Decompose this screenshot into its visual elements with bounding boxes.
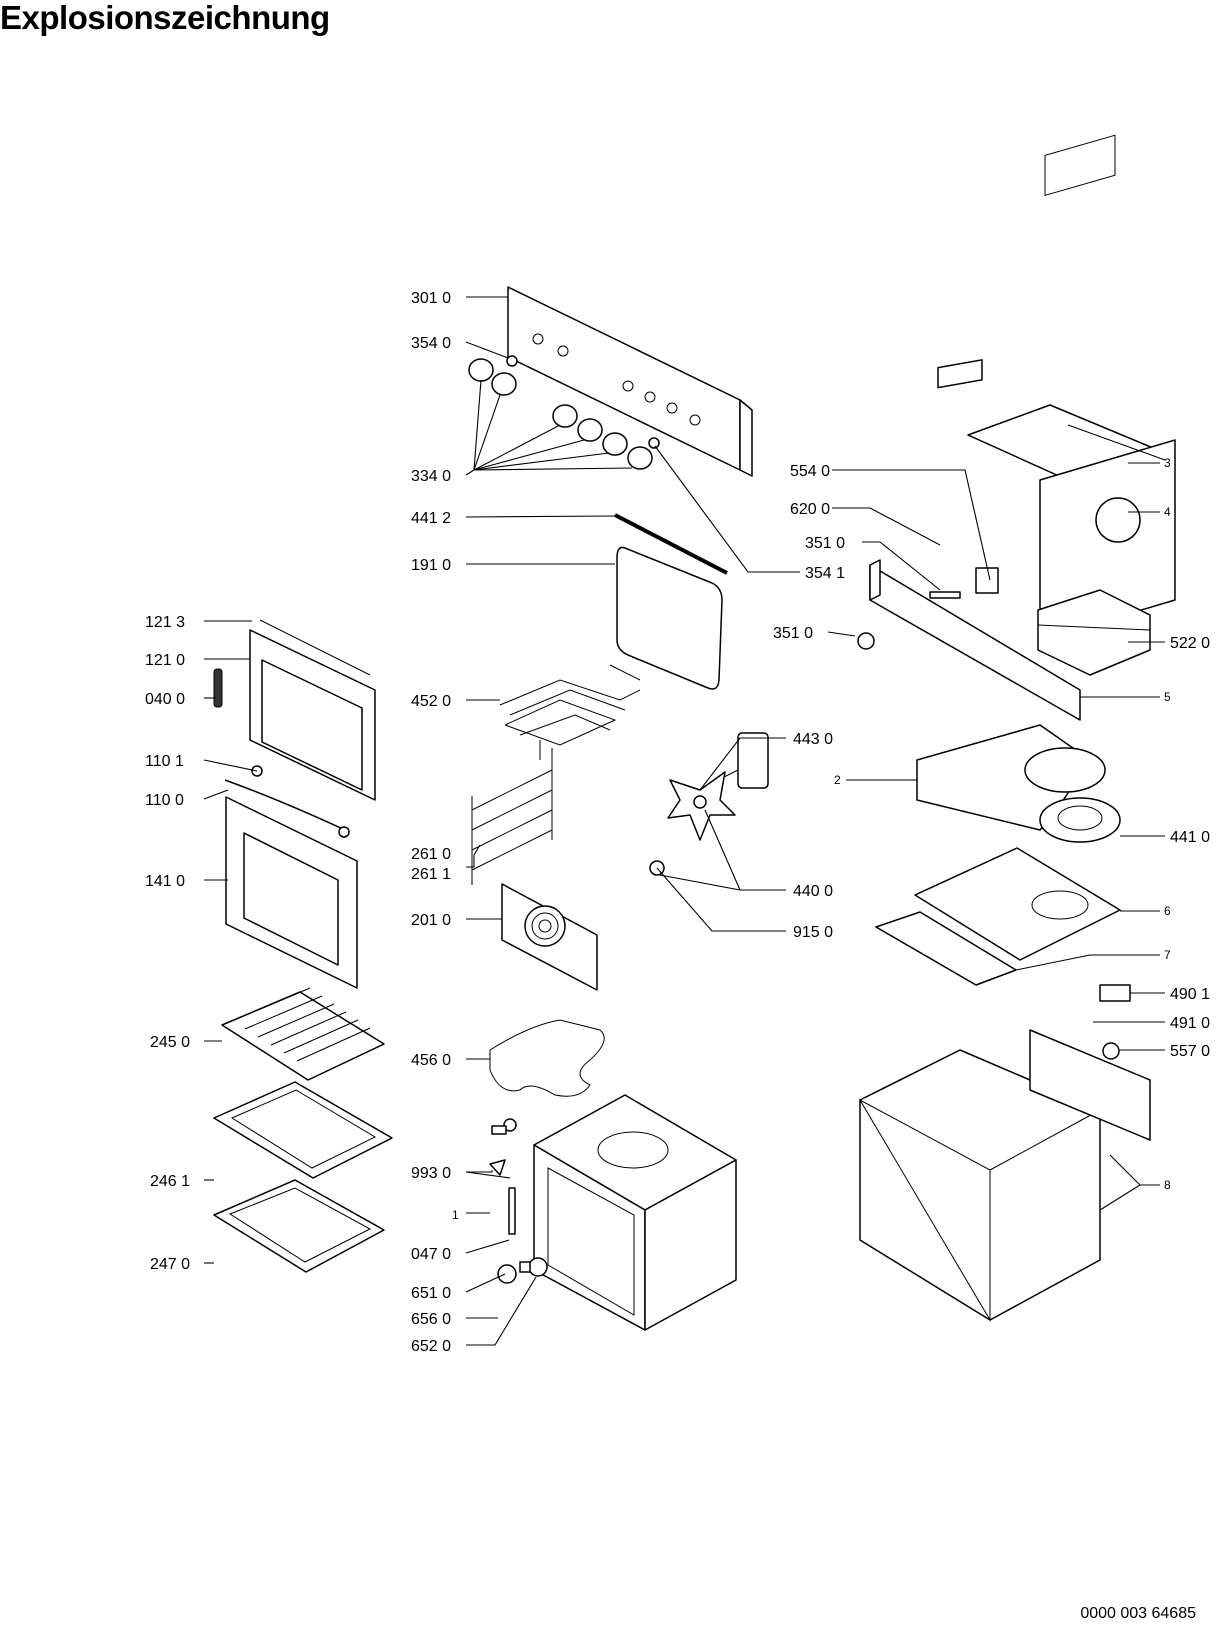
label-4: 4 (1164, 505, 1171, 519)
page-title: Explosionszeichnung (0, 0, 330, 36)
label-354-1: 354 1 (805, 565, 845, 582)
label-110-0: 110 0 (145, 792, 184, 809)
side-racks (471, 740, 553, 885)
label-452-0: 452 0 (411, 693, 451, 710)
label-3: 3 (1164, 456, 1171, 470)
oven-cavity (533, 1094, 737, 1331)
door-handle (224, 765, 350, 838)
label-351-0-lower: 351 0 (773, 625, 813, 642)
label-915-0: 915 0 (793, 924, 833, 941)
wire-shelf (221, 987, 385, 1081)
rear-fan-cover (501, 883, 598, 991)
label-557-0: 557 0 (1170, 1043, 1210, 1060)
front-frame (857, 559, 1081, 721)
leader-lines (203, 296, 1165, 1346)
label-441-2: 441 2 (411, 510, 451, 527)
label-354-0: 354 0 (411, 335, 451, 352)
label-047-0: 047 0 (411, 1246, 451, 1263)
enamel-tray (213, 1081, 393, 1179)
label-491-0: 491 0 (1170, 1015, 1210, 1032)
label-121-0: 121 0 (145, 652, 185, 669)
label-121-3: 121 3 (145, 614, 185, 631)
fan-motor-assembly (649, 732, 769, 876)
upper-heating-element (499, 664, 641, 746)
label-522-0: 522 0 (1170, 635, 1210, 652)
deep-tray (213, 1179, 385, 1273)
label-993-0: 993 0 (411, 1165, 451, 1182)
label-490-1: 490 1 (1170, 986, 1210, 1003)
label-2: 2 (834, 773, 841, 787)
document-number: 0000 003 64685 (1080, 1605, 1196, 1622)
label-443-0: 443 0 (793, 731, 833, 748)
lower-heating-element (489, 1019, 605, 1097)
top-cooling-cover (967, 134, 1176, 641)
knobs (468, 355, 660, 470)
label-620-0: 620 0 (790, 501, 830, 518)
label-334-0: 334 0 (411, 468, 451, 485)
label-191-0: 191 0 (411, 557, 451, 574)
door-seal (616, 546, 723, 690)
label-456-0: 456 0 (411, 1052, 451, 1069)
label-651-0: 651 0 (411, 1285, 451, 1302)
part-labels: 301 0 354 0 334 0 441 2 191 0 354 1 554 … (145, 290, 1210, 1355)
label-110-1: 110 1 (145, 753, 184, 770)
label-246-1: 246 1 (150, 1173, 190, 1190)
oven-housing (858, 1029, 1151, 1322)
baffle-plate (914, 847, 1121, 961)
label-440-0: 440 0 (793, 883, 833, 900)
inner-door-frame (213, 619, 376, 801)
label-656-0: 656 0 (411, 1311, 451, 1328)
air-duct (916, 724, 1106, 831)
label-441-0: 441 0 (1170, 829, 1210, 846)
label-7: 7 (1164, 948, 1171, 962)
gasket-strip (614, 513, 728, 575)
label-301-0: 301 0 (411, 290, 451, 307)
control-panel (507, 286, 753, 477)
label-652-0: 652 0 (411, 1338, 451, 1355)
label-245-0: 245 0 (150, 1034, 190, 1051)
label-141-0: 141 0 (145, 873, 185, 890)
label-8: 8 (1164, 1178, 1171, 1192)
label-554-0: 554 0 (790, 463, 830, 480)
label-5: 5 (1164, 690, 1171, 704)
switch-components (929, 359, 999, 599)
label-261-0: 261 0 (411, 846, 451, 863)
control-module (1037, 589, 1151, 676)
outer-door-glass (225, 796, 358, 989)
cooling-fan-wheel (1039, 797, 1121, 843)
label-261-1: 261 1 (411, 866, 451, 883)
label-247-0: 247 0 (150, 1256, 190, 1273)
label-6: 6 (1164, 904, 1171, 918)
label-351-0-upper: 351 0 (805, 535, 845, 552)
small-fittings (489, 1118, 548, 1284)
label-201-0: 201 0 (411, 912, 451, 929)
label-040-0: 040 0 (145, 691, 185, 708)
label-1: 1 (452, 1208, 459, 1222)
